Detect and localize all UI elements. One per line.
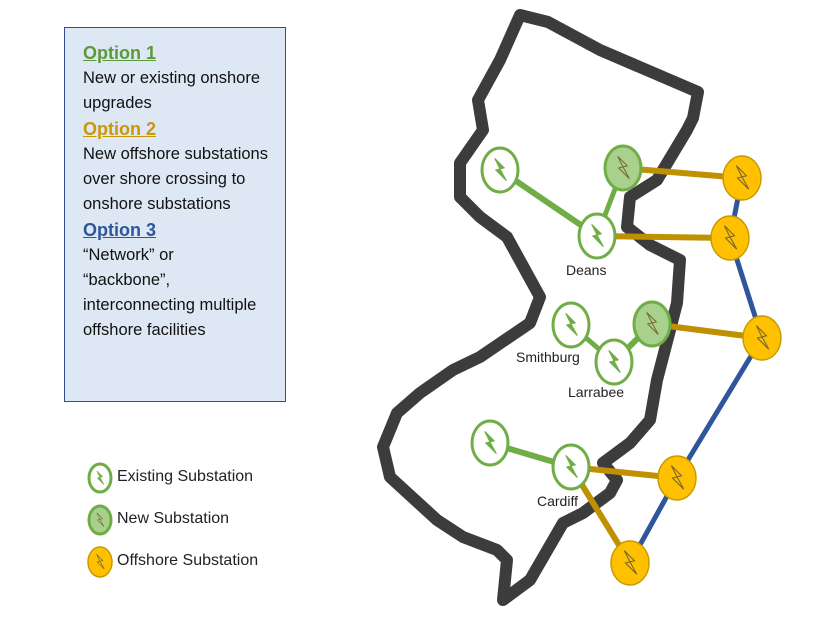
existing-substation-a: [480, 146, 520, 194]
offshore-substation-o1: [722, 155, 762, 201]
option-2-title: Option 2: [83, 119, 156, 139]
option-1-text: New or existing onshore upgrades: [83, 69, 261, 112]
offshore-substation-icon: [87, 546, 113, 578]
new-substation-n2: [632, 300, 672, 348]
label-deans: Deans: [566, 262, 606, 278]
link-n1-o1: [622, 165, 743, 181]
legend-existing: Existing Substation: [117, 468, 254, 485]
offshore-substation-o5: [610, 540, 650, 586]
new-substation-n1: [603, 144, 643, 192]
existing-substation-west: [470, 419, 510, 467]
link-deans-o2: [596, 233, 731, 241]
option-1-title: Option 1: [83, 43, 156, 63]
options-box: Option 1 New or existing onshore upgrade…: [64, 27, 286, 402]
existing-substation-icon: [87, 462, 113, 494]
legend-offshore: Offshore Substation: [117, 552, 259, 569]
option-2-text: New offshore substations over shore cros…: [83, 145, 268, 213]
label-smithburg: Smithburg: [516, 349, 580, 365]
label-cardiff: Cardiff: [537, 493, 578, 509]
existing-substation-smith: [551, 301, 591, 349]
new-substation-icon: [87, 504, 113, 536]
option-3-text: “Network” or “backbone”, interconnecting…: [83, 246, 257, 339]
offshore-substation-o2: [710, 215, 750, 261]
offshore-substation-o3: [742, 315, 782, 361]
existing-substation-card: [551, 443, 591, 491]
state-outline: [377, 9, 704, 606]
option-3-title: Option 3: [83, 220, 156, 240]
existing-substation-larr: [594, 338, 634, 386]
link-o3-o4: [674, 336, 765, 480]
offshore-substation-o4: [657, 455, 697, 501]
existing-substation-deans: [577, 212, 617, 260]
label-larrabee: Larrabee: [568, 384, 624, 400]
legend-new: New Substation: [117, 510, 230, 527]
